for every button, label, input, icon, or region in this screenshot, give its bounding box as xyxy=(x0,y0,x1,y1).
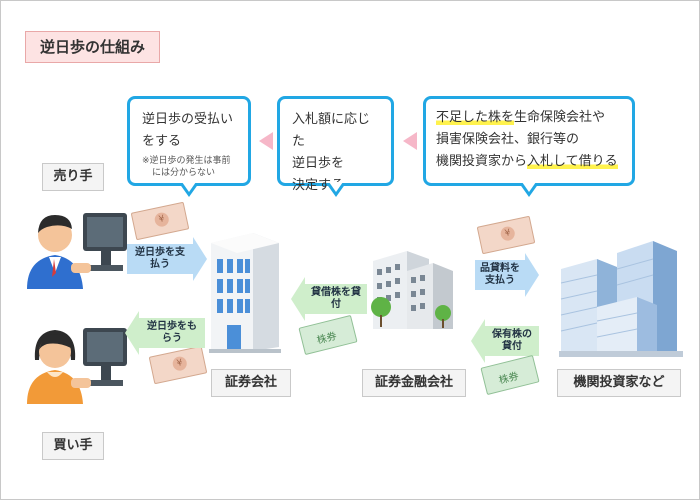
pay-reverse-fee-arrow: 逆日歩を支払う xyxy=(127,237,207,281)
institutional-investors-label: 機関投資家など xyxy=(557,369,681,397)
callout-line: 損害保険会社、銀行等の xyxy=(436,132,580,147)
callout-decide-fee: 入札額に応じた 逆日歩を 決定する xyxy=(277,96,394,197)
callout-line: をする xyxy=(142,134,182,149)
arrow-label: 品貸料を支払う xyxy=(475,260,525,290)
arrow-label: 貸借株を貸付 xyxy=(305,284,367,314)
callout-line: 逆日歩を xyxy=(292,156,345,171)
flow-pointer-icon xyxy=(403,132,417,150)
callout-pay-receive: 逆日歩の受払い をする ※逆日歩の発生は事前 には分からない xyxy=(127,96,251,197)
seller-label: 売り手 xyxy=(42,163,104,191)
page-title: 逆日歩の仕組み xyxy=(25,31,161,63)
institutional-investors-building-icon xyxy=(559,241,683,357)
callout-line: 逆日歩の受払い xyxy=(142,112,234,127)
callout-line: 機関投資家から入札して借りる xyxy=(436,154,618,169)
lend-stock-arrow: 貸借株を貸付 xyxy=(291,277,367,321)
buyer-person-icon xyxy=(27,328,127,404)
yen-bill-icon xyxy=(476,215,536,255)
seller-person-icon xyxy=(27,213,127,289)
callout-note: ※逆日歩の発生は事前 には分からない xyxy=(142,156,231,178)
flow-pointer-icon xyxy=(259,132,273,150)
callout-line: 不足した株を生命保険会社や xyxy=(436,110,606,125)
buyer-label: 買い手 xyxy=(42,432,104,460)
arrow-label: 逆日歩を支払う xyxy=(127,244,193,274)
arrow-label: 逆日歩をもらう xyxy=(139,318,205,348)
receive-reverse-fee-arrow: 逆日歩をもらう xyxy=(125,311,205,355)
arrow-label: 保有株の貸付 xyxy=(485,326,539,356)
finance-company-label: 証券金融会社 xyxy=(362,369,466,397)
callout-borrow-stock: 不足した株を生命保険会社や 損害保険会社、銀行等の 機関投資家から入札して借りる xyxy=(423,96,635,197)
pay-lending-fee-arrow: 品貸料を支払う xyxy=(475,253,539,297)
securities-company-label: 証券会社 xyxy=(211,369,291,397)
callout-line: 入札額に応じた xyxy=(292,112,371,149)
lend-owned-stock-arrow: 保有株の貸付 xyxy=(471,319,539,363)
finance-company-building-icon xyxy=(371,251,453,329)
securities-company-building-icon xyxy=(209,233,281,353)
yen-bill-icon xyxy=(130,201,190,241)
